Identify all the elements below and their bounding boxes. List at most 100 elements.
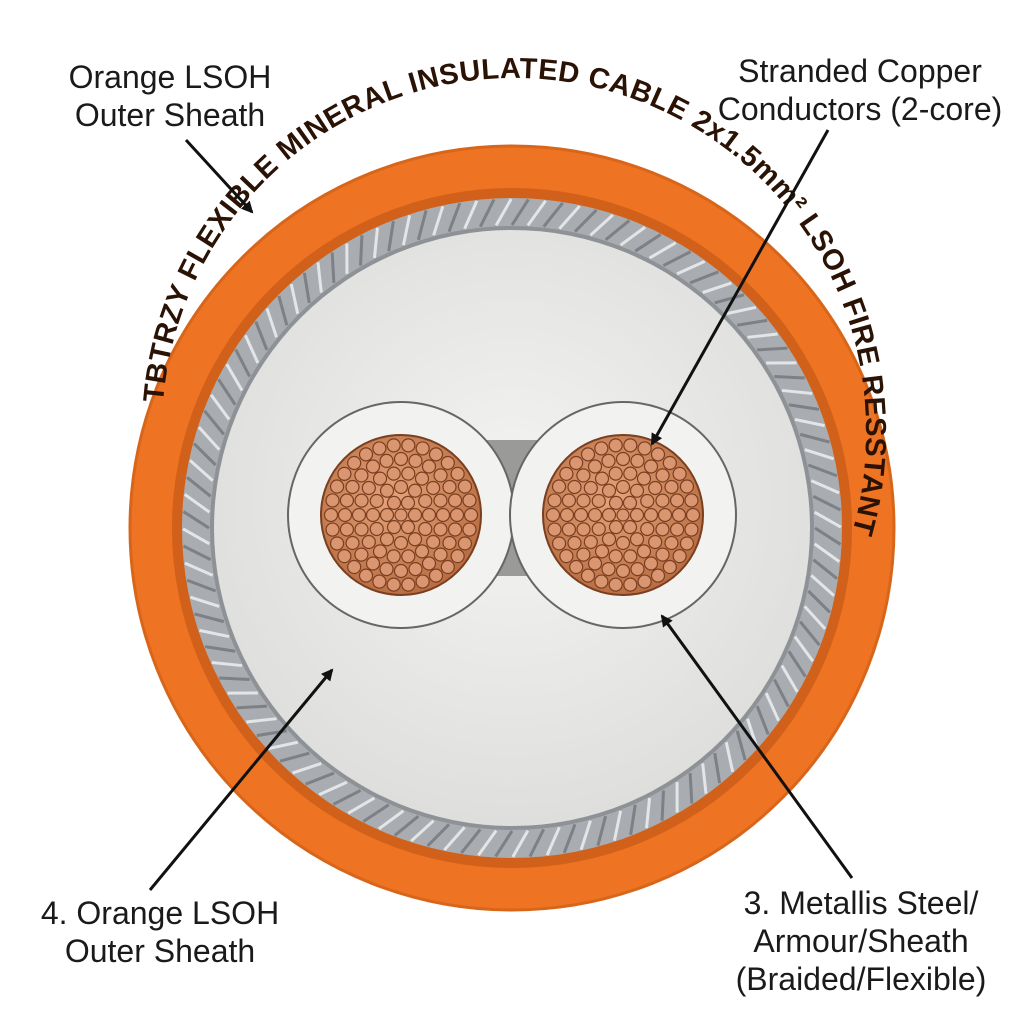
copper-strand (603, 484, 616, 497)
copper-strand (458, 537, 471, 550)
copper-strand (430, 448, 443, 461)
copper-strand (395, 453, 408, 466)
copper-strand (631, 533, 644, 546)
copper-strand (665, 537, 678, 550)
copper-strand (561, 509, 574, 522)
copper-strand (570, 456, 583, 469)
copper-strand (367, 460, 380, 473)
copper-strand (355, 548, 368, 561)
copper-strand (685, 494, 698, 507)
copper-strand (617, 453, 630, 466)
label-line: 3. Metallis Steel/ (706, 884, 1016, 922)
copper-strand (381, 533, 394, 546)
braid-wire (774, 377, 804, 378)
copper-strand (665, 481, 678, 494)
copper-strand (427, 482, 440, 495)
copper-strand (427, 535, 440, 548)
copper-strand (645, 460, 658, 473)
copper-strand (663, 561, 676, 574)
copper-strand (584, 535, 597, 548)
copper-strand (402, 521, 415, 534)
label-line: 4. Orange LSOH (10, 894, 310, 932)
copper-strand (577, 523, 590, 536)
copper-strand (631, 509, 644, 522)
copper-strand (624, 521, 637, 534)
copper-strand (395, 537, 408, 550)
copper-strand (638, 442, 651, 455)
copper-strand (575, 509, 588, 522)
copper-strand (562, 494, 575, 507)
copper-strand (434, 494, 447, 507)
copper-strand (624, 439, 637, 452)
copper-strand (589, 509, 602, 522)
copper-strand (631, 484, 644, 497)
copper-strand (624, 467, 637, 480)
copper-strand (402, 496, 415, 509)
copper-strand (409, 454, 422, 467)
copper-strand (577, 469, 590, 482)
copper-strand (374, 472, 387, 485)
copper-strand (419, 495, 432, 508)
copper-strand (656, 469, 669, 482)
copper-strand (381, 509, 394, 522)
copper-strand (617, 509, 629, 521)
copper-strand (367, 509, 380, 522)
copper-strand (402, 467, 415, 480)
copper-strand (325, 509, 338, 522)
copper-strand (631, 454, 644, 467)
copper-strand (582, 569, 595, 582)
copper-strand (602, 563, 615, 576)
copper-strand (441, 561, 454, 574)
copper-strand (355, 523, 368, 536)
copper-strand (645, 557, 658, 570)
copper-strand (395, 481, 408, 494)
copper-strand (402, 578, 415, 591)
copper-strand (416, 442, 429, 455)
copper-strand (451, 509, 464, 522)
copper-strand (387, 439, 400, 452)
copper-strand (362, 535, 375, 548)
copper-strand (416, 575, 429, 588)
copper-strand (663, 456, 676, 469)
copper-strand (423, 557, 436, 570)
copper-strand (641, 523, 654, 536)
copper-strand (443, 537, 456, 550)
copper-strand (638, 575, 651, 588)
copper-strand (592, 523, 605, 536)
copper-strand (656, 523, 669, 536)
copper-strand (451, 550, 464, 563)
copper-strand (687, 509, 700, 522)
copper-strand (458, 480, 471, 493)
copper-strand (568, 537, 581, 550)
copper-strand (360, 569, 373, 582)
copper-strand (381, 484, 394, 497)
label-steel-armour: 3. Metallis Steel/ Armour/Sheath (Braide… (706, 884, 1016, 998)
copper-strand (441, 456, 454, 469)
label-copper-conductors: Stranded Copper Conductors (2-core) (700, 52, 1020, 128)
copper-strand (671, 494, 684, 507)
copper-strand (370, 495, 383, 508)
copper-strand (395, 565, 408, 578)
copper-strand (338, 550, 351, 563)
label-line: Conductors (2-core) (700, 90, 1020, 128)
copper-strand (589, 557, 602, 570)
braid-wire (332, 253, 334, 283)
copper-strand (430, 569, 443, 582)
copper-strand (631, 563, 644, 576)
copper-strand (387, 578, 400, 591)
copper-strand (610, 496, 623, 509)
copper-strand (449, 494, 462, 507)
copper-strand (649, 482, 662, 495)
copper-strand (638, 472, 651, 485)
braid-wire (361, 235, 362, 265)
copper-strand (645, 509, 658, 522)
copper-strand (673, 550, 686, 563)
copper-strand (609, 467, 622, 480)
copper-strand (553, 480, 566, 493)
copper-strand (680, 537, 693, 550)
copper-strand (617, 481, 630, 494)
copper-strand (465, 509, 478, 522)
copper-strand (603, 533, 616, 546)
copper-strand (409, 484, 422, 497)
